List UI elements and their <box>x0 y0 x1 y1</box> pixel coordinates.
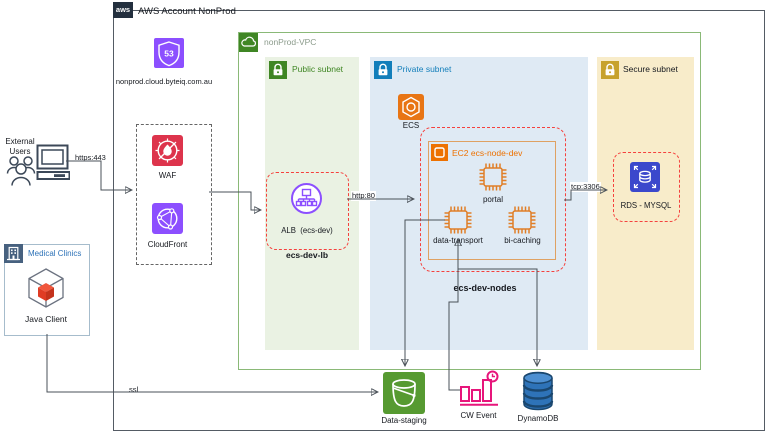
ec2-icon <box>431 144 448 161</box>
clinic-building-icon <box>4 244 23 263</box>
private-subnet-label: Private subnet <box>397 64 452 74</box>
rds-dashed-box <box>613 152 680 222</box>
ec2-box <box>428 141 556 260</box>
service-portal-label: portal <box>482 195 503 204</box>
aws-account-box <box>113 10 765 431</box>
java-client-label: Java Client <box>24 314 68 324</box>
ecs-icon <box>398 94 424 120</box>
data-staging-icon <box>383 372 425 414</box>
ssl-link-label: ssl <box>128 385 140 395</box>
rds-icon <box>630 162 660 192</box>
cw-event-icon <box>459 370 499 408</box>
wire-waf-to-alb <box>209 191 260 210</box>
private-subnet-lock-icon <box>374 61 392 79</box>
account-title: AWS Account NonProd <box>138 6 236 17</box>
ec2-nodes-title: ecs-dev-nodes <box>453 283 517 293</box>
data-staging-label: Data-staging <box>381 416 427 425</box>
route53-icon: 53 <box>154 38 184 68</box>
external-users-label: External Users <box>5 137 35 156</box>
waf-label: WAF <box>158 171 177 180</box>
wire-users-to-waf <box>66 160 131 190</box>
ecs-label: ECS <box>402 121 420 130</box>
chip-icon-data-transport <box>441 203 475 237</box>
edge-stack-box <box>136 124 212 265</box>
cloudfront-label: CloudFront <box>147 240 188 249</box>
secure-subnet-lock-icon <box>601 61 619 79</box>
wire-ec2-to-rds <box>564 190 606 201</box>
wire-datatransport-to-dynamo <box>458 268 537 365</box>
alb-name: ecs-dev-lb <box>285 250 329 260</box>
aws-logo-text: aws <box>115 5 131 14</box>
users-icon <box>5 152 37 188</box>
computer-icon <box>36 144 70 180</box>
alb-dashed-box <box>266 172 349 250</box>
aws-logo: aws <box>113 2 133 18</box>
chip-icon-bi-caching <box>505 203 539 237</box>
alb-label: ALB (ecs-dev) <box>281 226 333 235</box>
vpc-box <box>238 32 701 370</box>
medical-clinics-title: Medical Clinics <box>28 249 82 258</box>
vpc-label: nonProd-VPC <box>264 37 317 47</box>
http-link-label: http:80 <box>351 191 376 201</box>
public-subnet-lock-icon <box>269 61 287 79</box>
waf-icon <box>152 135 183 166</box>
vpc-icon <box>239 33 258 52</box>
public-subnet-label: Public subnet <box>292 64 344 74</box>
https-link-label: https:443 <box>74 153 107 163</box>
wire-datatransport-to-staging <box>405 219 445 365</box>
rds-label: RDS - MYSQL <box>620 201 672 210</box>
ec2-box-title: EC2 ecs-node-dev <box>452 148 523 158</box>
dynamodb-label: DynamoDB <box>517 414 559 423</box>
wire-java-to-staging <box>46 334 377 392</box>
cloudfront-icon <box>152 203 183 234</box>
java-client-icon <box>22 264 70 312</box>
chip-icon-portal <box>476 160 510 194</box>
cw-event-label: CW Event <box>460 411 497 420</box>
service-bi-caching-label: bi-caching <box>504 236 541 245</box>
secure-subnet-label: Secure subnet <box>623 64 678 74</box>
route53-label: nonprod.cloud.byteiq.com.au <box>115 77 213 86</box>
route53-number: 53 <box>164 49 174 59</box>
wire-cwevent-to-datatransport <box>448 240 461 391</box>
tcp-link-label: tcp:3306 <box>570 182 601 192</box>
alb-icon <box>291 183 322 214</box>
dynamodb-icon <box>519 371 557 411</box>
